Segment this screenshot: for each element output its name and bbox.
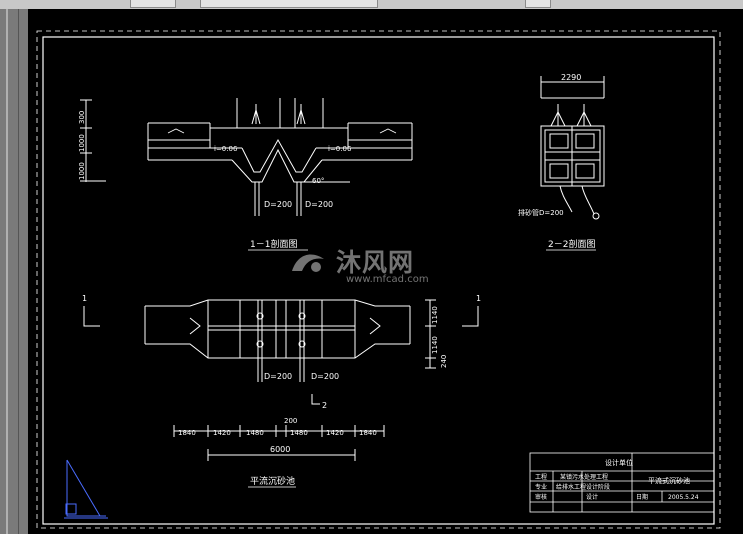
plan-title: 平流沉砂池 (250, 475, 295, 487)
toolbar-button[interactable] (200, 0, 378, 8)
slope-label: i=0.06 (214, 145, 238, 153)
cut-mark-label: 1 (476, 294, 481, 303)
title-block (529, 452, 715, 513)
total-dimension-label: 6000 (270, 445, 290, 454)
pipe-diameter-label: D=200 (305, 200, 333, 209)
dimension-label: 1140 (431, 306, 439, 324)
watermark-url: www.mfcad.com (346, 274, 429, 285)
sidebar-stripe (6, 9, 8, 534)
specialty-label: 专业 (535, 483, 547, 491)
date-label: 日期 (636, 493, 648, 501)
left-sidebar (0, 9, 28, 534)
title-block-labels: 设计单位 工程 某镇污水处理工程 专业 给排水工程 设计阶段 审核 设计 平流式… (535, 458, 699, 501)
dimension-label: 1000 (78, 134, 86, 152)
dimension-label: 1840 (359, 429, 377, 437)
drawing-name: 平流式沉砂池 (648, 476, 690, 485)
toolbar-button[interactable] (130, 0, 176, 8)
pipe-diameter-label: D=200 (264, 372, 292, 381)
specialty-value: 给排水工程 (556, 483, 586, 491)
section-title: 2－2剖面图 (548, 238, 595, 250)
ucs-icon (64, 459, 108, 519)
pipe-diameter-label: D=200 (264, 200, 292, 209)
date-value: 2005.5.24 (668, 494, 699, 501)
dimension-label: 1480 (290, 429, 308, 437)
slope-label: i=0.06 (328, 145, 352, 153)
project-name: 某镇污水处理工程 (560, 473, 608, 481)
section-1-1-drawing (80, 98, 413, 216)
watermark-text: 沐风网 (336, 248, 415, 277)
project-label: 工程 (535, 473, 547, 481)
design-unit-label: 设计单位 (605, 458, 633, 467)
top-toolbar (0, 0, 743, 9)
pipe-label: 排砂管D=200 (518, 208, 564, 217)
section-1-1-labels: i=0.06 i=0.06 60° D=200 D=200 300 1000 1… (78, 111, 352, 250)
stage-label: 设计阶段 (586, 483, 610, 491)
dimension-label: 240 (440, 355, 448, 368)
toolbar-button[interactable] (525, 0, 551, 8)
plan-view-labels: 1 1 2 D=200 D=200 1140 1140 240 1840 142… (82, 294, 481, 487)
pipe-diameter-label: D=200 (311, 372, 339, 381)
section-2-2-drawing (540, 76, 605, 220)
review-label: 审核 (535, 493, 547, 501)
plan-view-drawing (83, 299, 479, 461)
dimension-label: 1140 (431, 336, 439, 354)
dimension-label: 1000 (78, 162, 86, 180)
section-2-2-labels: 2290 排砂管D=200 2－2剖面图 (518, 73, 595, 250)
section-title: 1－1剖面图 (250, 238, 297, 250)
angle-label: 60° (312, 177, 324, 185)
sidebar-stripe (18, 9, 19, 534)
drawing-frame (36, 30, 721, 529)
dimension-label: 1840 (178, 429, 196, 437)
dimension-label: 1420 (326, 429, 344, 437)
watermark-logo-icon (292, 254, 324, 272)
dimension-label: 200 (284, 417, 297, 425)
dimension-label: 300 (78, 111, 86, 124)
dimension-label: 1480 (246, 429, 264, 437)
width-dimension-label: 2290 (561, 73, 581, 82)
cut-mark-label: 2 (322, 401, 327, 410)
cut-mark-label: 1 (82, 294, 87, 303)
design-label: 设计 (586, 493, 598, 501)
dimension-label: 1420 (213, 429, 231, 437)
